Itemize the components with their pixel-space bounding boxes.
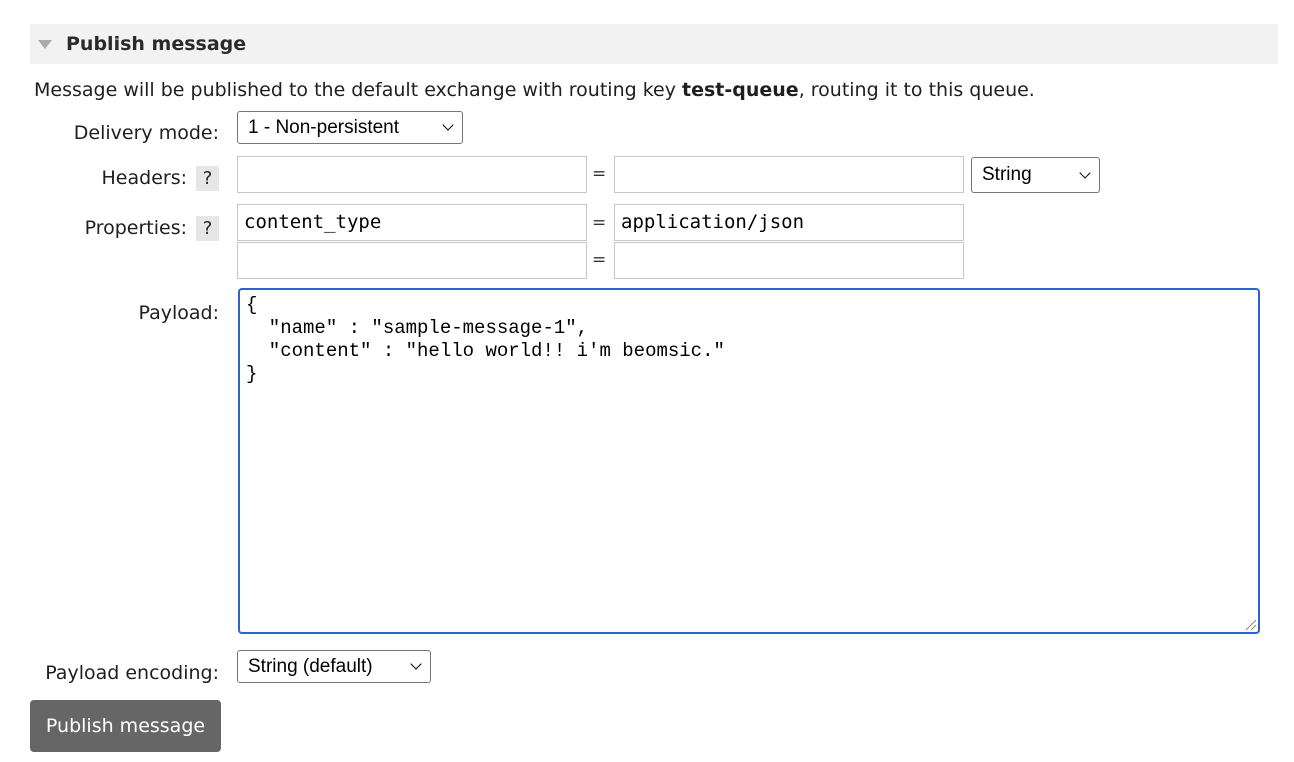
payload-encoding-value: String (default) <box>248 655 373 677</box>
publish-message-button[interactable]: Publish message <box>30 700 221 752</box>
section-header[interactable]: Publish message <box>30 24 1278 64</box>
delivery-mode-value: 1 - Non-persistent <box>248 116 400 138</box>
collapse-triangle-icon[interactable] <box>38 39 52 49</box>
resize-grip-icon[interactable] <box>1245 619 1257 631</box>
chevron-down-icon <box>410 658 422 670</box>
property-value-input[interactable]: application/json <box>614 204 964 241</box>
header-type-value: String <box>982 164 1032 185</box>
header-equals-sign: = <box>592 164 607 184</box>
payload-encoding-label: Payload encoding: <box>45 662 219 684</box>
description: Message will be published to the default… <box>34 79 1035 101</box>
chevron-down-icon <box>442 119 454 131</box>
chevron-down-icon <box>1079 167 1091 179</box>
header-key-input[interactable] <box>237 156 587 193</box>
description-suffix: , routing it to this queue. <box>798 79 1035 101</box>
header-value-input[interactable] <box>614 156 964 193</box>
payload-label: Payload: <box>138 302 220 324</box>
property-equals-sign: = <box>592 250 607 270</box>
header-type-select[interactable]: String <box>971 157 1100 193</box>
description-prefix: Message will be published to the default… <box>34 79 683 101</box>
routing-key: test-queue <box>682 79 799 101</box>
headers-label: Headers: <box>101 167 187 189</box>
property-value-input[interactable] <box>614 242 964 279</box>
section-title: Publish message <box>66 33 247 55</box>
delivery-mode-label: Delivery mode: <box>73 122 219 144</box>
property-equals-sign: = <box>592 213 607 233</box>
delivery-mode-select[interactable]: 1 - Non-persistent <box>237 111 463 144</box>
payload-textarea[interactable]: { "name" : "sample-message-1", "content"… <box>238 288 1260 634</box>
properties-label: Properties: <box>84 217 187 239</box>
payload-encoding-select[interactable]: String (default) <box>237 650 431 683</box>
property-key-input[interactable] <box>237 242 587 279</box>
properties-help-button[interactable]: ? <box>196 216 219 241</box>
property-key-input[interactable]: content_type <box>237 204 587 241</box>
headers-help-button[interactable]: ? <box>196 166 219 191</box>
